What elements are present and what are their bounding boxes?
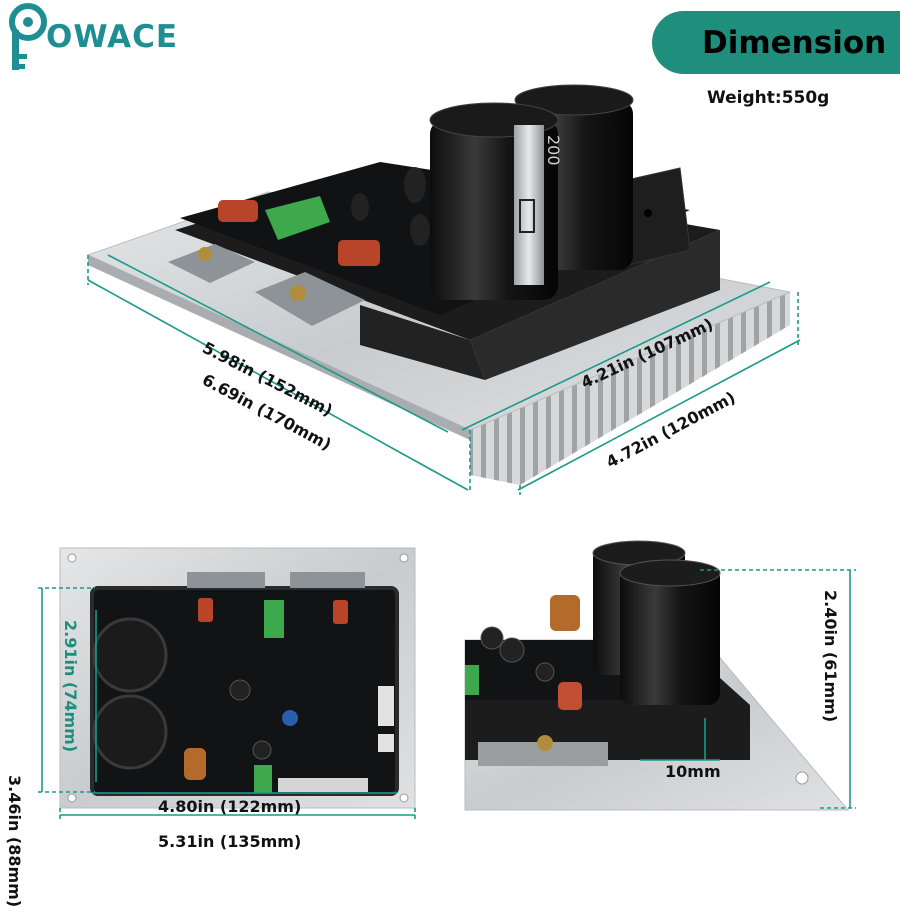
- weight-label: Weight:550g: [707, 88, 830, 108]
- dim-line-6-69: [87, 279, 469, 491]
- red-capacitor: [558, 682, 582, 710]
- dim-line-4-72: [517, 339, 801, 491]
- green-connector: [465, 665, 479, 695]
- capacitor-label: 200: [544, 135, 563, 166]
- key-p-logo-icon: [9, 3, 47, 70]
- label-board-height-outer: 3.46in (88mm): [5, 775, 24, 907]
- red-capacitor: [333, 600, 348, 624]
- heatsink-fins: [470, 292, 790, 485]
- dim-line-5-98: [107, 254, 449, 433]
- brand-logo: OWACE: [8, 2, 178, 72]
- bottom-left-view: [59, 547, 416, 809]
- label-heatsink-width-small: 5.31in (135mm): [158, 832, 302, 851]
- page-title: Dimension: [702, 24, 887, 61]
- label-offset: 10mm: [665, 762, 721, 781]
- terminal-block: [290, 572, 365, 588]
- capacitor-sleeve: [514, 125, 544, 285]
- label-board-width-small: 4.80in (122mm): [158, 797, 302, 816]
- terminal-block: [255, 272, 365, 326]
- inductor: [184, 748, 206, 780]
- dim-line-4-21: [461, 281, 771, 431]
- green-connector: [254, 765, 272, 793]
- terminal-block: [187, 572, 265, 588]
- bottom-right-dimension-lines: [640, 569, 856, 809]
- green-connector: [264, 600, 284, 638]
- inductor: [550, 595, 580, 631]
- bottom-right-view: [464, 540, 850, 811]
- top-view: 200: [86, 84, 792, 485]
- red-capacitor: [218, 200, 258, 222]
- terminal-block: [168, 244, 255, 283]
- top-dimension-lines: [87, 254, 801, 495]
- bottom-left-dimension-lines: [38, 587, 416, 822]
- capacitor: [92, 694, 168, 770]
- dimension-header: Dimension: [652, 11, 900, 74]
- brand-name: OWACE: [46, 19, 179, 55]
- red-capacitor: [338, 240, 380, 266]
- red-capacitor: [198, 598, 213, 622]
- green-connector: [265, 196, 330, 240]
- capacitor: [92, 617, 168, 693]
- label-board-height-inner: 2.91in (74mm): [61, 620, 80, 753]
- label-height: 2.40in (61mm): [821, 590, 840, 723]
- capacitor: [620, 565, 720, 705]
